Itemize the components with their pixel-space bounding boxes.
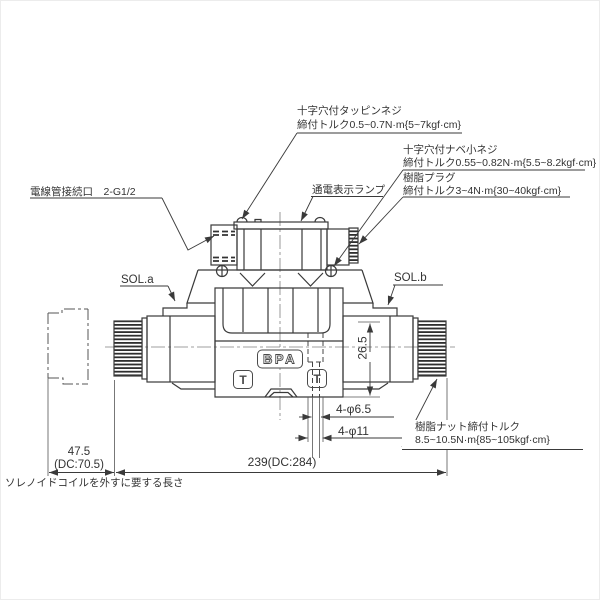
annotation-pan-head-screw: 十字穴付ナベ小ネジ 締付トルク0.55~0.82N·m{5.5~8.2kgf·c… (403, 144, 596, 170)
body-brand-marking: BPA (257, 349, 303, 369)
conduit-thread-marks (213, 230, 235, 262)
annotation-pan-head-screw-torque: 締付トルク0.55~0.82N·m{5.5~8.2kgf·cm} (403, 157, 597, 169)
annotation-resin-plug-name: 樹脂プラグ (403, 172, 456, 184)
extension-lines (114, 321, 448, 476)
annotation-tapping-screw-name: 十字穴付タッピンネジ (297, 105, 402, 117)
dimension-coil-removal-dc: (DC:70.5) (54, 458, 104, 471)
dimension-overall-width: 239(DC:284) (247, 455, 317, 469)
annotation-resin-nut-torque: 8.5~10.5N·m{85~105kgf·cm} (415, 434, 550, 446)
label-underlines (30, 132, 585, 287)
label-sol-a: SOL.a (121, 274, 154, 286)
annotation-resin-plug-torque: 締付トルク3~4N·m{30~40kgf·cm} (403, 185, 562, 197)
port-t-marking-right: T (307, 369, 327, 388)
label-sol-b: SOL.b (394, 272, 427, 284)
port-t-marking-left: T (233, 370, 253, 389)
dimension-hole-small: 4-φ6.5 (336, 402, 372, 416)
annotation-tapping-screw-torque: 締付トルク0.5~0.7N·m{5~7kgf·cm} (297, 119, 461, 131)
annotation-tapping-screw: 十字穴付タッピンネジ 締付トルク0.5~0.7N·m{5~7kgf·cm} (297, 104, 461, 132)
annotation-resin-nut: 樹脂ナット締付トルク 8.5~10.5N·m{85~105kgf·cm} (402, 420, 583, 450)
annotation-resin-nut-name: 樹脂ナット締付トルク (415, 421, 520, 433)
note-coil-removal: ソレノイドコイルを外すに要する長さ (5, 477, 184, 489)
dimension-coil-removal: 47.5 (DC:70.5) (42, 446, 116, 471)
dimension-hole-large: 4-φ11 (338, 424, 369, 438)
phantom-coil-outline (47, 308, 89, 476)
dimension-lines (49, 323, 446, 476)
dimension-coil-removal-value: 47.5 (67, 446, 91, 458)
leader-lines (161, 132, 438, 448)
dimension-port-height: 26.5 (355, 336, 370, 360)
annotation-resin-plug: 樹脂プラグ 締付トルク3~4N·m{30~40kgf·cm} (403, 172, 561, 198)
annotation-pan-head-screw-name: 十字穴付ナベ小ネジ (403, 144, 498, 156)
annotation-conduit-port: 電線管接続口 2-G1/2 (30, 186, 136, 198)
valve-body-outline (113, 216, 447, 398)
centerlines (105, 212, 455, 420)
annotation-power-lamp: 通電表示ランプ (312, 184, 386, 196)
